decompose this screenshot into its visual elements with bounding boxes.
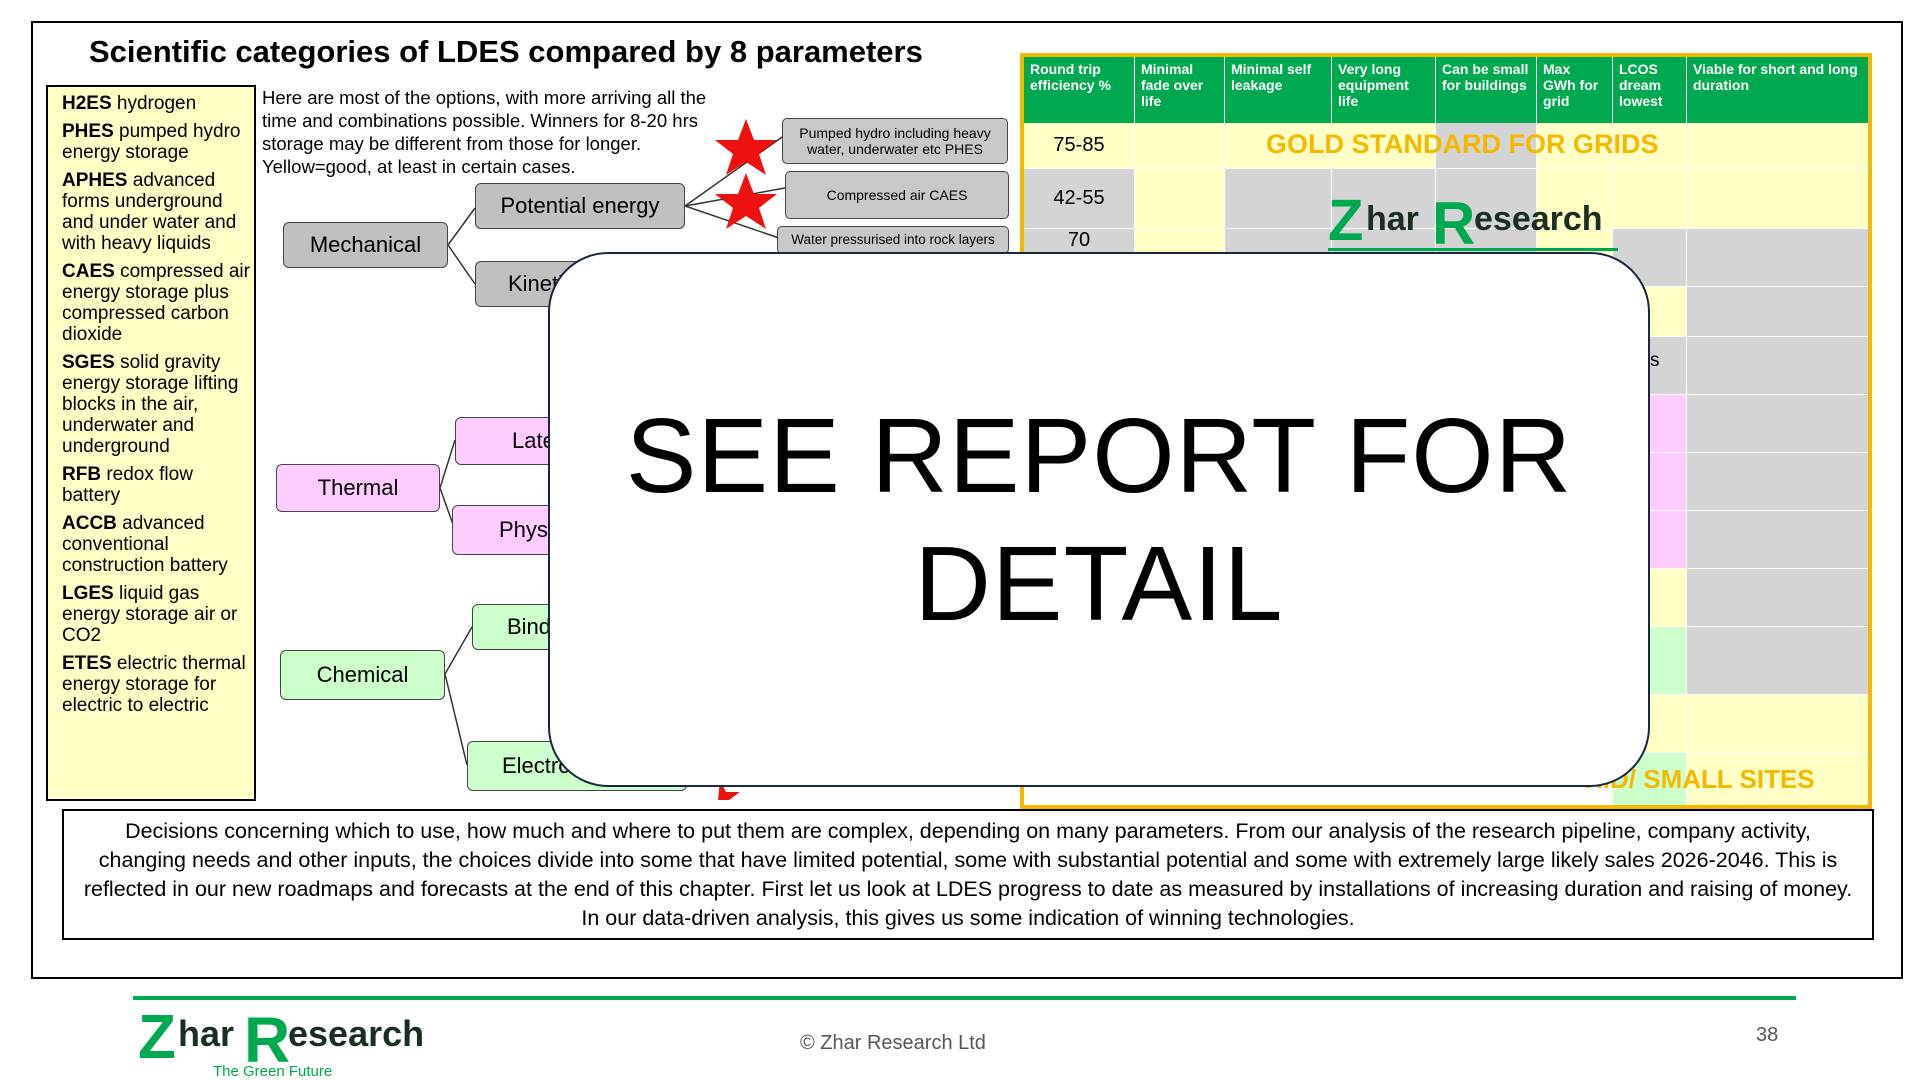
abbr-code: PHES bbox=[62, 121, 114, 142]
table-cell bbox=[1332, 123, 1436, 169]
row-label: 75-85 bbox=[1024, 123, 1135, 169]
footer-logo: Z har R esearch The Green Future bbox=[138, 1003, 424, 1080]
table-cell bbox=[1687, 627, 1868, 695]
abbr-code: ACCB bbox=[62, 513, 117, 534]
footer-tagline: The Green Future bbox=[213, 1063, 332, 1080]
leaf-compressed-air: Compressed air CAES bbox=[785, 171, 1009, 219]
abbreviation-legend: H2ES hydrogen PHES pumped hydro energy s… bbox=[46, 85, 256, 801]
table-cell bbox=[1687, 511, 1868, 569]
table-cell bbox=[1537, 169, 1613, 229]
abbr-desc: advanced conventional construction batte… bbox=[62, 513, 228, 576]
abbr-entry: ACCB advanced conventional construction … bbox=[62, 513, 250, 576]
footer-logo-har: har bbox=[178, 1013, 234, 1054]
logo-esearch: esearch bbox=[1474, 200, 1603, 238]
table-cell bbox=[1225, 123, 1332, 169]
table-cell bbox=[1135, 123, 1225, 169]
header-small-buildings: Can be small for buildings bbox=[1436, 57, 1537, 123]
table-cell bbox=[1225, 169, 1332, 229]
abbr-desc: compressed air energy storage plus compr… bbox=[62, 261, 250, 345]
abbr-desc: hydrogen bbox=[116, 93, 197, 114]
banner-gold-standard: GOLD STANDARD FOR GRIDS bbox=[1266, 129, 1659, 159]
table-cell bbox=[1687, 753, 1868, 805]
node-thermal: Thermal bbox=[276, 464, 440, 512]
decisions-textbox: Decisions concerning which to use, how m… bbox=[62, 809, 1874, 940]
abbr-entry: ETES electric thermal energy storage for… bbox=[62, 653, 250, 716]
table-cell bbox=[1613, 123, 1687, 169]
abbr-desc: redox flow battery bbox=[62, 464, 193, 506]
table-cell bbox=[1613, 169, 1687, 229]
leaf-water-rock: Water pressurised into rock layers bbox=[777, 226, 1009, 254]
logo-z: Z bbox=[1328, 188, 1363, 253]
logo-r: R bbox=[1432, 190, 1475, 254]
header-leakage: Minimal self leakage bbox=[1225, 57, 1332, 123]
abbr-code: ETES bbox=[62, 653, 112, 674]
table-cell bbox=[1687, 229, 1868, 287]
overlay-line-1: SEE REPORT FOR bbox=[625, 396, 1573, 515]
footer-logo-esearch: esearch bbox=[288, 1013, 424, 1054]
table-cell bbox=[1436, 169, 1537, 229]
table-cell bbox=[1332, 169, 1436, 229]
header-max-gwh: Max GWh for grid bbox=[1537, 57, 1613, 123]
table-cell bbox=[1687, 569, 1868, 627]
table-cell bbox=[1687, 287, 1868, 337]
zhar-research-logo: Z har R esearch bbox=[1328, 188, 1618, 254]
node-chemical: Chemical bbox=[280, 650, 445, 700]
table-cell bbox=[1135, 169, 1225, 229]
table-header: Round trip efficiency % Minimal fade ove… bbox=[1024, 57, 1868, 123]
header-lcos: LCOS dream lowest bbox=[1613, 57, 1687, 123]
node-mechanical: Mechanical bbox=[283, 222, 448, 268]
table-cell bbox=[1537, 123, 1613, 169]
copyright: © Zhar Research Ltd bbox=[800, 1032, 986, 1054]
abbr-code: H2ES bbox=[62, 93, 112, 114]
overlay-line-2: DETAIL bbox=[914, 524, 1284, 643]
partial-cell-text: s bbox=[1650, 350, 1660, 371]
header-equipment-life: Very long equipment life bbox=[1332, 57, 1436, 123]
table-cell bbox=[1687, 695, 1868, 753]
abbr-entry: LGES liquid gas energy storage air or CO… bbox=[62, 583, 250, 646]
table-cell bbox=[1436, 123, 1537, 169]
abbr-code: APHES bbox=[62, 170, 128, 191]
abbr-code: RFB bbox=[62, 464, 102, 485]
abbr-entry: CAES compressed air energy storage plus … bbox=[62, 261, 250, 345]
slide-title: Scientific categories of LDES compared b… bbox=[89, 34, 923, 69]
abbr-code: CAES bbox=[62, 261, 115, 282]
footer-divider bbox=[133, 996, 1796, 1000]
table-cell bbox=[1687, 395, 1868, 453]
page-number: 38 bbox=[1756, 1024, 1779, 1046]
abbr-entry: PHES pumped hydro energy storage bbox=[62, 121, 250, 163]
abbr-code: LGES bbox=[62, 583, 114, 604]
table-cell bbox=[1687, 169, 1868, 229]
abbr-desc: electric thermal energy storage for elec… bbox=[62, 653, 246, 716]
header-viable: Viable for short and long duration bbox=[1693, 61, 1858, 93]
table-cell bbox=[1687, 337, 1868, 395]
table-cell bbox=[1687, 123, 1868, 169]
row-label: 70 bbox=[1024, 229, 1135, 253]
abbr-entry: APHES advanced forms underground and und… bbox=[62, 170, 250, 254]
header-fade: Minimal fade over life bbox=[1135, 57, 1225, 123]
row-label: 42-55 bbox=[1024, 169, 1135, 229]
header-round-trip: Round trip efficiency % bbox=[1024, 57, 1135, 123]
leaf-pumped-hydro: Pumped hydro including heavy water, unde… bbox=[782, 118, 1008, 164]
abbr-desc: advanced forms underground and under wat… bbox=[62, 170, 237, 254]
abbr-desc: liquid gas energy storage air or CO2 bbox=[62, 583, 238, 646]
node-potential-energy: Potential energy bbox=[475, 183, 685, 229]
footer-logo-z: Z bbox=[138, 1003, 176, 1072]
abbr-desc: pumped hydro energy storage bbox=[62, 121, 241, 163]
abbr-entry: RFB redox flow battery bbox=[62, 464, 250, 506]
intro-text: Here are most of the options, with more … bbox=[262, 87, 707, 177]
slide-frame bbox=[31, 21, 1903, 979]
abbr-entry: SGES solid gravity energy storage liftin… bbox=[62, 352, 250, 457]
footer-logo-r: R bbox=[244, 1004, 290, 1076]
abbr-code: SGES bbox=[62, 352, 115, 373]
logo-har: har bbox=[1366, 200, 1419, 238]
table-cell bbox=[1687, 453, 1868, 511]
abbr-desc: solid gravity energy storage lifting blo… bbox=[62, 352, 239, 457]
abbr-entry: H2ES hydrogen bbox=[62, 93, 250, 114]
